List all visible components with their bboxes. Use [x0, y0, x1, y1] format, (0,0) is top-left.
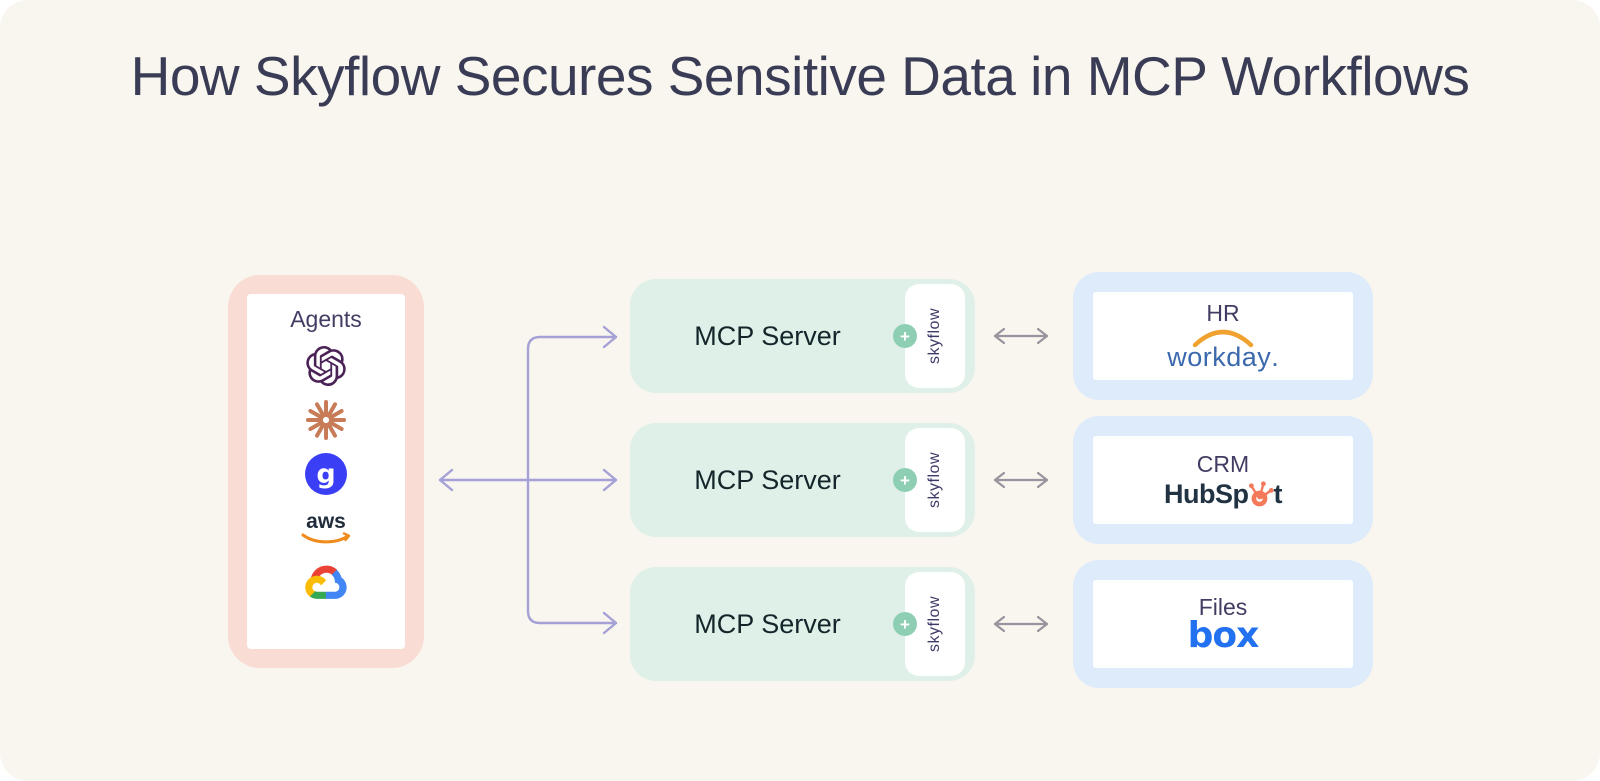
- crm-destination-box: CRM HubSp t: [1073, 416, 1373, 544]
- workday-logo: workday.: [1167, 328, 1279, 371]
- agents-label: Agents: [290, 306, 362, 332]
- agents-to-mcp-arrows: [438, 325, 618, 635]
- mcp-to-crm-arrow: [993, 471, 1049, 489]
- hubspot-sprocket-icon: [1248, 481, 1274, 507]
- aws-wordmark: aws: [306, 510, 346, 533]
- google-cloud-icon: [303, 562, 349, 602]
- box-wordmark: box: [1187, 615, 1260, 657]
- hubspot-wordmark-suffix: t: [1273, 479, 1283, 510]
- mcp-to-files-arrow: [993, 615, 1049, 633]
- mcp-server-label: MCP Server: [694, 464, 841, 495]
- mcp-server-label: MCP Server: [694, 320, 841, 351]
- skyflow-wordmark: skyflow: [926, 308, 943, 364]
- files-destination-box: Files box: [1073, 560, 1373, 688]
- workday-period: .: [1271, 341, 1279, 372]
- files-category-label: Files: [1198, 594, 1248, 621]
- skyflow-wordmark: skyflow: [926, 596, 943, 652]
- agents-panel-inner: Agents: [247, 294, 405, 649]
- plus-icon: +: [893, 468, 917, 492]
- files-destination-inner: Files box: [1093, 580, 1353, 668]
- mcp-server-label: MCP Server: [694, 608, 841, 639]
- mcp-server-box: MCP Server skyflow +: [630, 423, 975, 537]
- hr-destination-inner: HR workday.: [1093, 292, 1353, 380]
- mcp-to-hr-arrow: [993, 327, 1049, 345]
- openai-icon: [306, 346, 346, 386]
- aws-icon: aws: [300, 508, 352, 548]
- hr-category-label: HR: [1206, 300, 1240, 327]
- page-title: How Skyflow Secures Sensitive Data in MC…: [130, 45, 1470, 107]
- hubspot-wordmark-prefix: HubSp: [1164, 479, 1249, 510]
- crm-category-label: CRM: [1196, 450, 1250, 477]
- workday-wordmark: workday: [1167, 341, 1272, 372]
- agents-icon-list: g aws: [247, 346, 405, 602]
- skyflow-wordmark: skyflow: [926, 452, 943, 508]
- g-logo-icon: g: [305, 453, 347, 495]
- plus-icon: +: [893, 612, 917, 636]
- agents-panel: Agents: [228, 275, 424, 668]
- plus-icon: +: [893, 324, 917, 348]
- workday-arc-icon: [1192, 329, 1254, 347]
- hr-destination-box: HR workday.: [1073, 272, 1373, 400]
- mcp-server-box: MCP Server skyflow +: [630, 279, 975, 393]
- crm-destination-inner: CRM HubSp t: [1093, 436, 1353, 524]
- anthropic-icon: [306, 400, 346, 440]
- hubspot-logo: HubSp t: [1164, 480, 1282, 508]
- mcp-server-box: MCP Server skyflow +: [630, 567, 975, 681]
- g-logo-letter: g: [316, 458, 336, 490]
